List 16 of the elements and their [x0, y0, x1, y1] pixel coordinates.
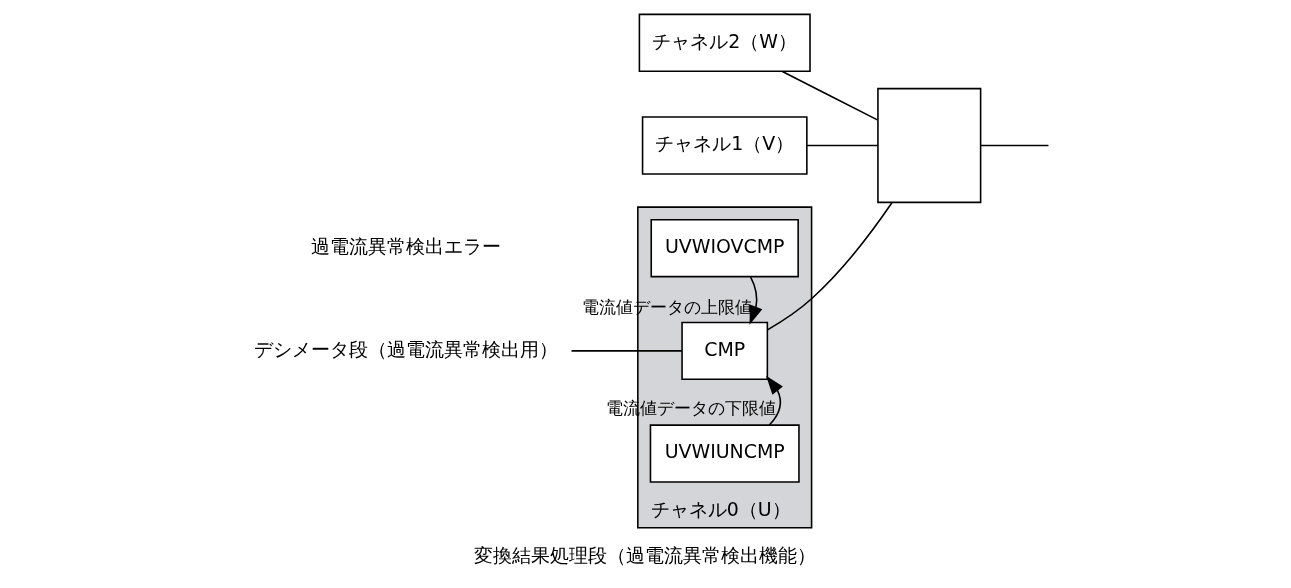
node-box: チャネル2（W）	[638, 13, 811, 73]
arrow	[749, 276, 763, 325]
arrow	[766, 375, 783, 426]
connector	[570, 350, 683, 352]
connector	[766, 202, 893, 331]
node-box: UVWIUNCMP	[649, 424, 800, 483]
node-text: デシメータ段（過電流異常検出用）	[254, 337, 559, 360]
node-box: UVWIOVCMP	[650, 218, 799, 278]
connector	[979, 144, 1050, 147]
node-gate	[877, 87, 982, 204]
caption: 変換結果処理段（過電流異常検出機能）	[474, 543, 817, 566]
label: 過電流異常検出エラー	[311, 235, 502, 258]
node-box: チャネル1（V）	[641, 116, 808, 175]
connector	[781, 70, 879, 121]
connector	[806, 144, 879, 147]
node-box: CMP	[681, 321, 769, 381]
